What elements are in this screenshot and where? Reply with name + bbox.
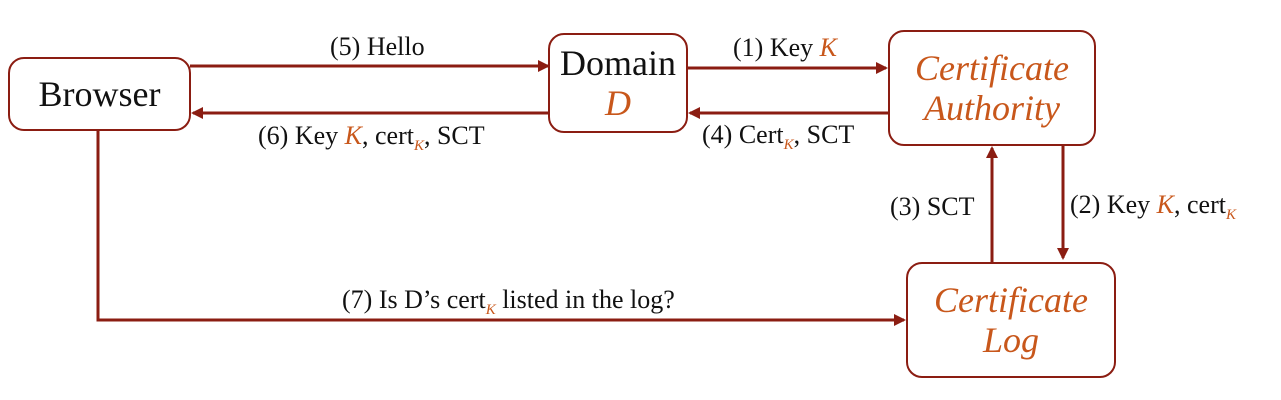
domain-variable: D <box>605 83 631 123</box>
edge-label-7: (7) Is D’s certK listed in the log? <box>342 285 675 318</box>
log-label-line2: Log <box>982 320 1040 360</box>
ca-label-line1: Certificate <box>915 48 1069 88</box>
browser-label: Browser <box>38 74 161 114</box>
edge-label-2: (2) Key K, certK <box>1070 190 1236 223</box>
arrow-browser-to-log <box>96 130 906 326</box>
edge-label-5: (5) Hello <box>330 32 425 61</box>
domain-label: Domain <box>560 43 676 83</box>
edge-label-1: (1) Key K <box>733 33 837 62</box>
browser-node: Browser <box>8 57 191 131</box>
certificate-authority-node: Certificate Authority <box>888 30 1096 146</box>
edge-label-4: (4) CertK, SCT <box>702 120 855 153</box>
edge-label-3: (3) SCT <box>890 192 975 221</box>
edge-label-6: (6) Key K, certK, SCT <box>258 121 485 154</box>
certificate-log-node: Certificate Log <box>906 262 1116 378</box>
log-label-line1: Certificate <box>934 280 1088 320</box>
ca-label-line2: Authority <box>924 88 1060 128</box>
domain-node: Domain D <box>548 33 688 133</box>
